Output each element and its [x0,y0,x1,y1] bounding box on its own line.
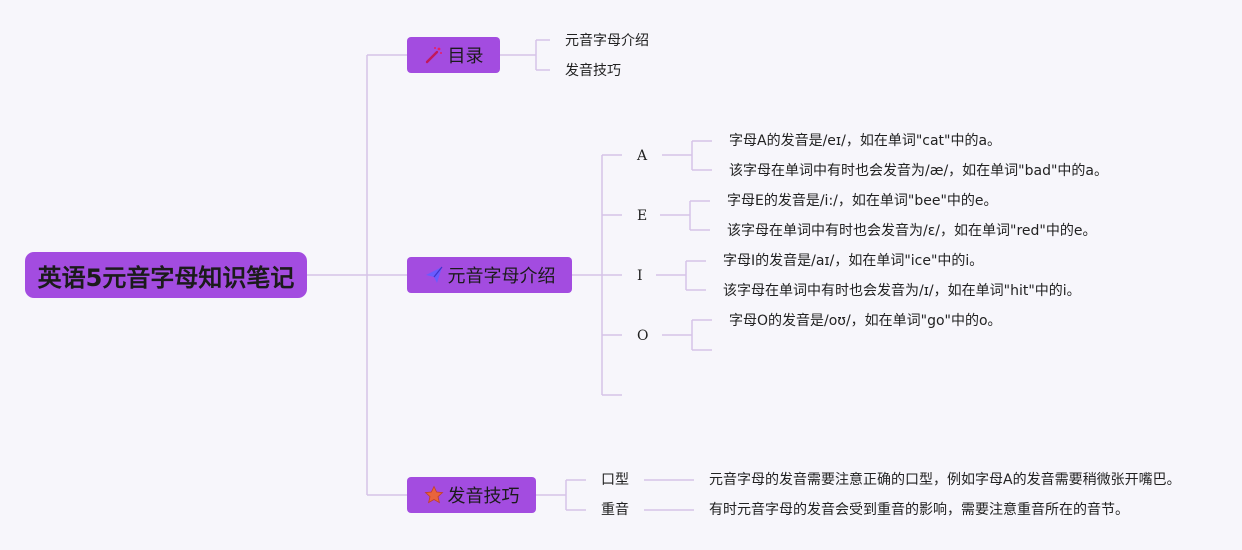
root-title: 英语5元音字母知识笔记 [37,263,295,292]
note-a-2: 该字母在单词中有时也会发音为/æ/，如在单词"bad"中的a。 [729,163,1108,179]
branch-vowels-label: 元音字母介绍 [447,266,556,287]
note-i-2: 该字母在单词中有时也会发音为/ɪ/，如在单词"hit"中的i。 [723,283,1081,299]
note-i-1: 字母I的发音是/aɪ/，如在单词"ice"中的i。 [723,253,984,269]
note-e-2: 该字母在单词中有时也会发音为/ɛ/，如在单词"red"中的e。 [727,223,1097,239]
letter-a[interactable]: A [637,148,648,164]
letter-i[interactable]: I [637,268,643,284]
branch-vowels[interactable]: 元音字母介绍 [407,257,572,293]
note-e-1: 字母E的发音是/i:/，如在单词"bee"中的e。 [727,193,998,209]
letter-e[interactable]: E [637,208,648,224]
root-node[interactable]: 英语5元音字母知识笔记 [25,252,307,298]
toc-item-vowels[interactable]: 元音字母介绍 [565,33,649,49]
branch-toc[interactable]: 目录 [407,37,500,73]
tip-mouth-shape[interactable]: 口型 [601,472,629,488]
note-o-1: 字母O的发音是/oʊ/，如在单词"go"中的o。 [729,313,1002,329]
branch-toc-label: 目录 [447,46,484,67]
magic-wand-icon [425,47,442,64]
star-icon [424,485,443,504]
branch-tips[interactable]: 发音技巧 [407,477,536,513]
tip-stress-text: 有时元音字母的发音会受到重音的影响，需要注意重音所在的音节。 [709,502,1129,518]
note-a-1: 字母A的发音是/eɪ/，如在单词"cat"中的a。 [729,133,1002,149]
letter-o[interactable]: O [637,328,649,344]
tip-stress[interactable]: 重音 [601,502,629,518]
branch-tips-label: 发音技巧 [447,486,520,507]
toc-item-tips[interactable]: 发音技巧 [565,63,621,79]
paper-plane-icon [425,266,442,283]
tip-mouth-shape-text: 元音字母的发音需要注意正确的口型，例如字母A的发音需要稍微张开嘴巴。 [709,472,1181,488]
